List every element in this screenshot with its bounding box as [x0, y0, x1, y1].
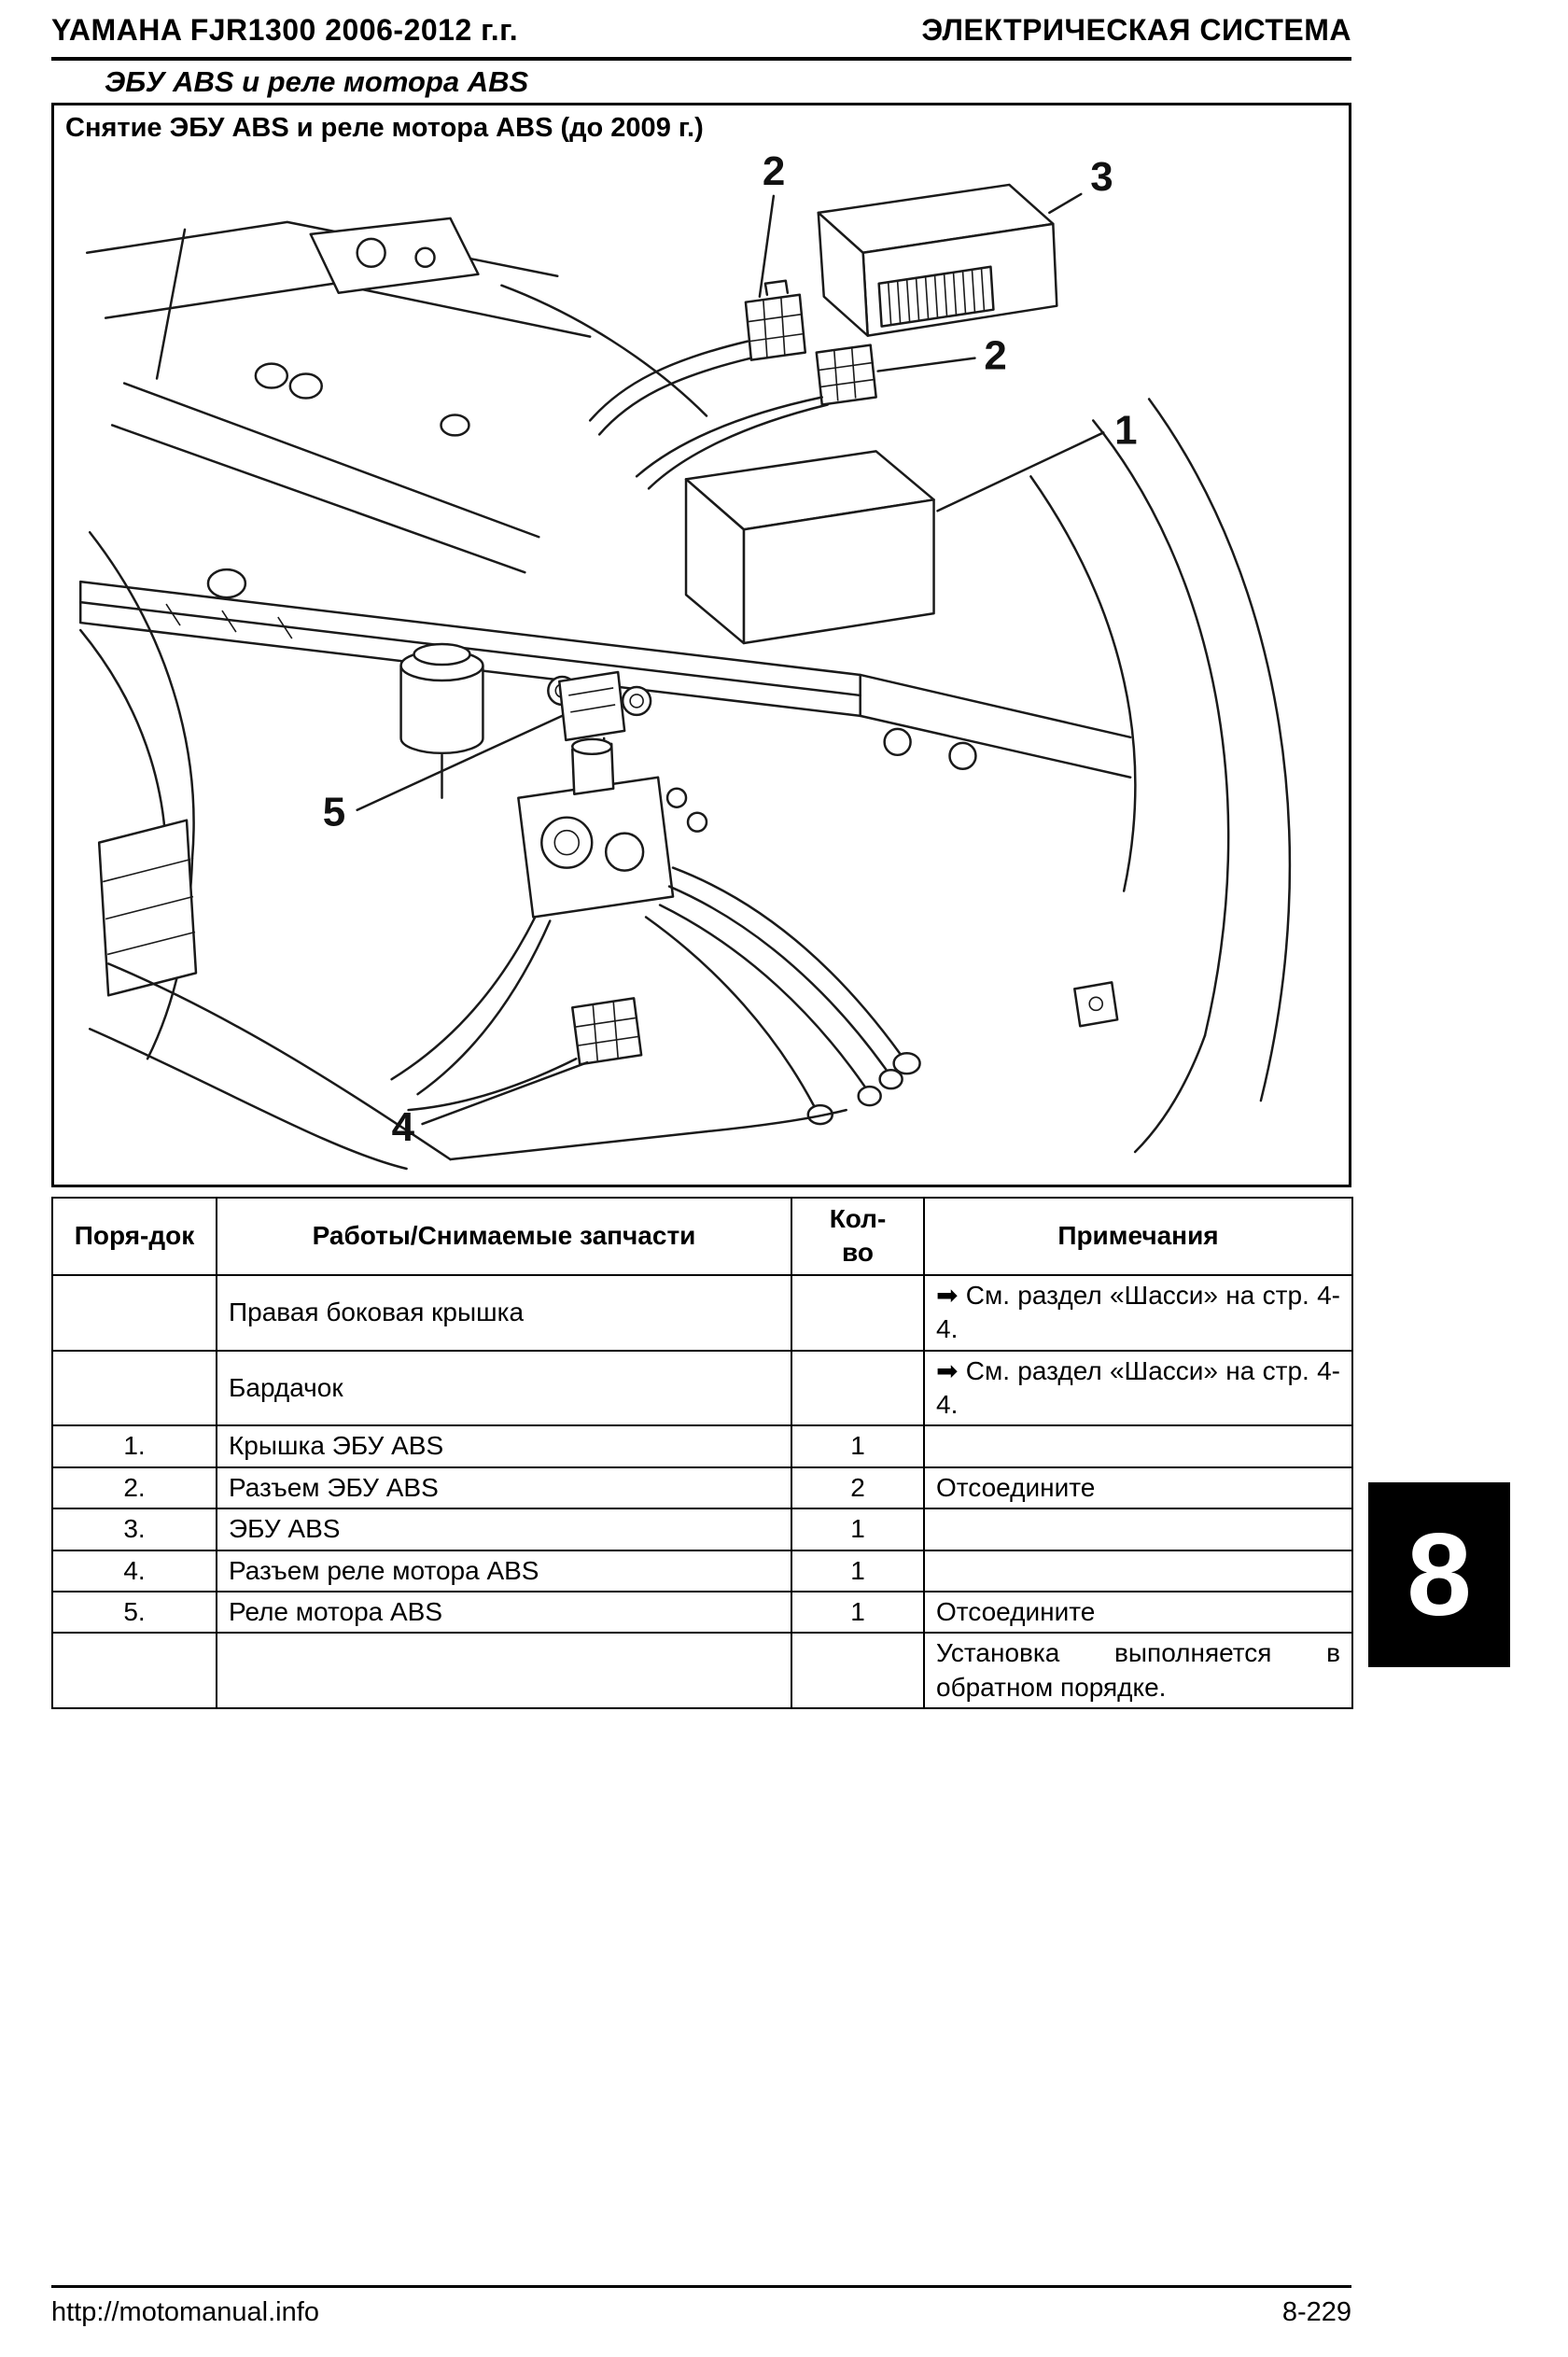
cell-work: Реле мотора ABS	[216, 1590, 792, 1634]
page-footer: http://motomanual.info 8-229	[51, 2285, 1351, 2328]
frame-top-lines	[85, 217, 708, 574]
figure-box: Снятие ЭБУ ABS и реле мотора ABS (до 200…	[51, 103, 1351, 1187]
cell-note	[923, 1508, 1353, 1551]
page-number: 8-229	[1281, 2297, 1351, 2327]
wiring-harness-lines	[588, 340, 829, 490]
cell-work: Разъем ЭБУ ABS	[216, 1466, 792, 1510]
callout-1: 1	[1114, 407, 1137, 453]
table-row: Бардачок ➡ См. раздел «Шасси» на стр. 4-…	[51, 1349, 1353, 1427]
table-row: Установка выполняется в обратном порядке…	[51, 1632, 1353, 1710]
callout-leader-lines	[356, 192, 1105, 1126]
cell-qty: 2	[791, 1466, 925, 1510]
cell-qty	[791, 1632, 925, 1710]
table-row: 2. Разъем ЭБУ ABS 2 Отсоедините	[51, 1466, 1353, 1510]
chapter-tab: 8	[1368, 1482, 1510, 1667]
callout-5: 5	[323, 790, 345, 835]
ecu-connector-upper	[744, 279, 807, 361]
callout-3: 3	[1090, 154, 1113, 200]
header-work: Работы/Снимаемые запчасти	[216, 1197, 792, 1276]
table-header-row: Поря-док Работы/Снимаемые запчасти Кол-в…	[51, 1197, 1353, 1276]
figure-caption: Снятие ЭБУ ABS и реле мотора ABS (до 200…	[65, 113, 704, 143]
cell-note: Установка выполняется в обратном порядке…	[923, 1632, 1353, 1710]
hydraulic-unit	[517, 737, 708, 919]
frame-left-lines	[78, 530, 247, 1060]
exploded-view-diagram: 2 3 2 1 5 4	[78, 148, 1292, 1171]
cell-note: Отсоедините	[923, 1590, 1353, 1634]
header-qty-label: Кол-во	[829, 1204, 887, 1268]
section-title: ЭБУ ABS и реле мотора ABS	[105, 65, 529, 98]
cell-qty	[791, 1273, 925, 1352]
fairing-right-lines	[1029, 398, 1292, 1154]
header-qty: Кол-во	[791, 1197, 925, 1276]
page-header: YAMAHA FJR1300 2006-2012 г.г. ЭЛЕКТРИЧЕС…	[51, 13, 1351, 61]
cell-work	[216, 1632, 792, 1710]
cell-order: 2.	[51, 1466, 217, 1510]
cell-order	[51, 1632, 217, 1710]
cell-qty: 1	[791, 1508, 925, 1551]
abs-motor-relay	[558, 670, 626, 790]
cell-order	[51, 1349, 217, 1427]
brake-hoses	[390, 866, 921, 1126]
cell-work: Разъем реле мотора ABS	[216, 1549, 792, 1592]
abs-ecu-box	[817, 183, 1058, 337]
cell-work: ЭБУ ABS	[216, 1508, 792, 1551]
cell-order	[51, 1273, 217, 1352]
cell-qty: 1	[791, 1549, 925, 1592]
model-title: YAMAHA FJR1300 2006-2012 г.г.	[51, 13, 519, 47]
cell-order: 1.	[51, 1424, 217, 1468]
cell-note	[923, 1424, 1353, 1468]
relay-connector	[407, 997, 643, 1112]
cell-note	[923, 1549, 1353, 1592]
fluid-reservoir	[399, 642, 484, 799]
table-row: Правая боковая крышка ➡ См. раздел «Шасс…	[51, 1273, 1353, 1352]
cell-qty: 1	[791, 1590, 925, 1634]
cell-order: 3.	[51, 1508, 217, 1551]
cell-work: Правая боковая крышка	[216, 1273, 792, 1352]
cell-work: Бардачок	[216, 1349, 792, 1427]
chapter-title: ЭЛЕКТРИЧЕСКАЯ СИСТЕМА	[921, 13, 1351, 47]
table-row: 1. Крышка ЭБУ ABS 1	[51, 1424, 1353, 1468]
callout-4: 4	[392, 1104, 415, 1150]
cell-work: Крышка ЭБУ ABS	[216, 1424, 792, 1468]
table-row: 5. Реле мотора ABS 1 Отсоедините	[51, 1590, 1353, 1634]
cell-note: ➡ См. раздел «Шасси» на стр. 4-4.	[923, 1273, 1353, 1352]
table-row: 3. ЭБУ ABS 1	[51, 1508, 1353, 1551]
ecu-connector-lower	[815, 344, 877, 406]
procedure-table: Поря-док Работы/Снимаемые запчасти Кол-в…	[51, 1197, 1353, 1710]
ecu-cover-box	[684, 450, 935, 645]
cell-note: ➡ См. раздел «Шасси» на стр. 4-4.	[923, 1349, 1353, 1427]
cell-qty: 1	[791, 1424, 925, 1468]
header-notes: Примечания	[923, 1197, 1353, 1276]
footer-url: http://motomanual.info	[51, 2297, 319, 2327]
frame-bottom-lines	[88, 962, 847, 1171]
table-row: 4. Разъем реле мотора ABS 1	[51, 1549, 1353, 1592]
cell-order: 4.	[51, 1549, 217, 1592]
frame-main-beam	[78, 580, 1132, 779]
header-order: Поря-док	[51, 1197, 217, 1276]
cell-order: 5.	[51, 1590, 217, 1634]
cell-qty	[791, 1349, 925, 1427]
callout-2b: 2	[984, 333, 1006, 379]
callout-2a: 2	[763, 148, 785, 194]
cell-note: Отсоедините	[923, 1466, 1353, 1510]
